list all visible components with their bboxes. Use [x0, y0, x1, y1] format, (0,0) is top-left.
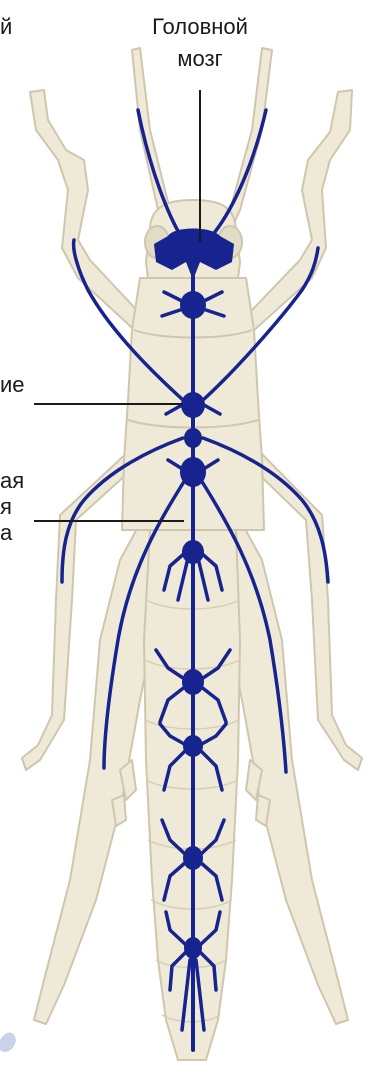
abdominal-ganglion-1 — [182, 540, 204, 564]
left-label-2-line3: а — [0, 520, 24, 546]
subesophageal-ganglion — [180, 291, 206, 319]
thoracic-ganglion-3 — [180, 457, 206, 487]
left-label-2-line1: ая — [0, 468, 24, 494]
left-label-2: ая я а — [0, 468, 24, 546]
abdominal-ganglion-4 — [183, 846, 203, 870]
right-antenna — [222, 48, 272, 232]
thoracic-ganglion-2 — [184, 428, 202, 448]
left-label-2-line2: я — [0, 494, 24, 520]
abdominal-ganglion-2 — [182, 669, 204, 695]
abdominal-ganglion-5 — [184, 937, 202, 959]
top-left-label-fragment: й — [0, 14, 12, 40]
thoracic-ganglion-1 — [181, 392, 205, 418]
brain-label: Головной мозг — [118, 14, 282, 72]
left-label-1-fragment: ие — [0, 372, 25, 398]
brain-label-line1: Головной — [118, 14, 282, 40]
brain-label-line2: мозг — [118, 46, 282, 72]
abdominal-ganglion-3 — [183, 735, 203, 757]
corner-fragment — [0, 1033, 16, 1052]
